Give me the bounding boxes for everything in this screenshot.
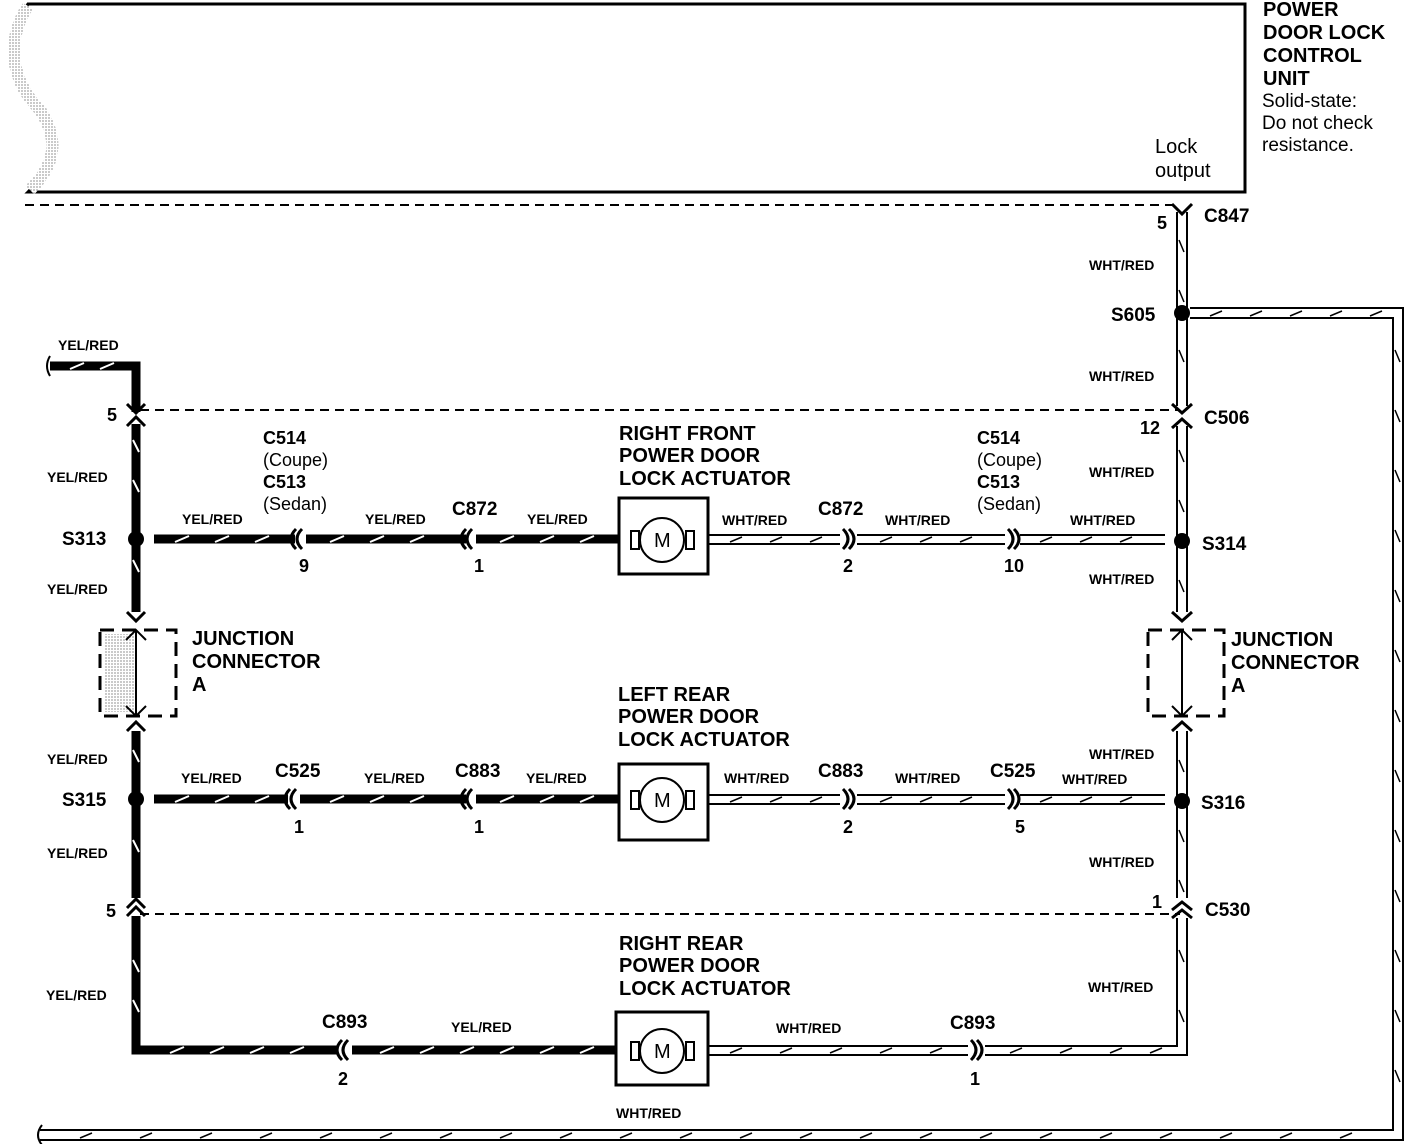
wire-label: WHT/RED <box>1089 257 1154 273</box>
connector-c847-pin: 5 <box>1157 213 1167 233</box>
junction-connector-left <box>98 628 178 718</box>
motor-symbol-rf: M <box>654 530 671 552</box>
wire-label: YEL/RED <box>182 511 243 527</box>
wht-red-wires <box>40 212 1404 1141</box>
wht-red-labels: WHT/RED WHT/RED WHT/RED WHT/RED WHT/RED … <box>616 257 1154 1121</box>
connector-c514-c513-left-label: C514 (Coupe) C513 (Sedan) <box>263 428 333 514</box>
connector-c506-pin-left: 5 <box>107 405 117 425</box>
connector-c872-right-label: C872 <box>818 499 863 520</box>
connector-c530-pin-right: 1 <box>1152 892 1162 912</box>
actuator-right-front <box>617 496 710 576</box>
junction-connector-left-label: JUNCTION CONNECTOR A <box>192 628 326 696</box>
wire-end-top-left <box>46 355 51 377</box>
connector-c893-left-pin: 2 <box>338 1069 348 1089</box>
wire-label: WHT/RED <box>722 512 787 528</box>
connector-c847-label: C847 <box>1204 206 1249 227</box>
splice-s315-label: S315 <box>62 790 107 811</box>
wire-label: YEL/RED <box>527 511 588 527</box>
connector-c525-left-pin: 1 <box>294 817 304 837</box>
connector-c514-c513-left-pin: 9 <box>299 556 309 576</box>
wire-label: YEL/RED <box>47 751 108 767</box>
motor-symbol-rr: M <box>654 1041 671 1063</box>
connector-c872-left-label: C872 <box>452 499 497 520</box>
motor-symbol-lr: M <box>654 790 671 812</box>
wire-label: WHT/RED <box>1089 571 1154 587</box>
wire-label: YEL/RED <box>47 469 108 485</box>
wire-label: WHT/RED <box>885 512 950 528</box>
connector-c530-label: C530 <box>1205 900 1250 921</box>
actuator-left-rear-title: LEFT REAR POWER DOOR LOCK ACTUATOR <box>618 684 790 751</box>
connector-c514-c513-right-pin: 10 <box>1004 556 1024 576</box>
splice-s316-label: S316 <box>1201 793 1245 814</box>
connector-c506-label: C506 <box>1204 408 1249 429</box>
connector-c893-right-label: C893 <box>950 1013 995 1034</box>
lock-output-label: Lock output <box>1155 136 1211 182</box>
wire-label: YEL/RED <box>451 1019 512 1035</box>
connector-c525-right-pin: 5 <box>1015 817 1025 837</box>
wire-label: WHT/RED <box>895 770 960 786</box>
wire-label: WHT/RED <box>776 1020 841 1036</box>
junction-connector-right-label: JUNCTION CONNECTOR A <box>1231 629 1365 697</box>
connector-c883-left-label: C883 <box>455 761 500 782</box>
connector-c525-left-label: C525 <box>275 761 321 782</box>
actuator-right-front-title: RIGHT FRONT POWER DOOR LOCK ACTUATOR <box>619 423 791 490</box>
connector-c872-right-pin: 2 <box>843 556 853 576</box>
connector-c883-right-pin: 2 <box>843 817 853 837</box>
actuator-left-rear <box>617 762 710 842</box>
splice-s314-label: S314 <box>1202 534 1247 555</box>
wire-label: YEL/RED <box>47 581 108 597</box>
wire-label: WHT/RED <box>1062 771 1127 787</box>
wht-red-stripes <box>79 239 1401 1139</box>
junction-connector-right <box>1146 628 1226 718</box>
wire-label: WHT/RED <box>1089 464 1154 480</box>
wire-label: YEL/RED <box>181 770 242 786</box>
connector-c893-right-pin: 1 <box>970 1069 980 1089</box>
control-unit-note: Solid-state: Do not check resistance. <box>1262 91 1378 156</box>
control-unit-box <box>8 2 1247 195</box>
connector-c530-pin-left: 5 <box>106 901 116 921</box>
wire-end-bottom-left <box>37 1124 43 1144</box>
wire-label: WHT/RED <box>1089 746 1154 762</box>
splice-s605-label: S605 <box>1111 305 1156 326</box>
wire-label: WHT/RED <box>1089 368 1154 384</box>
wire-label: YEL/RED <box>47 845 108 861</box>
wire-label: YEL/RED <box>526 770 587 786</box>
connector-c883-left-pin: 1 <box>474 817 484 837</box>
connector-c893-left-label: C893 <box>322 1012 367 1033</box>
yel-red-labels: YEL/RED YEL/RED YEL/RED YEL/RED YEL/RED … <box>46 337 588 1035</box>
wire-label: WHT/RED <box>616 1105 681 1121</box>
connector-c514-c513-right-label: C514 (Coupe) C513 (Sedan) <box>977 428 1047 514</box>
harness-boundaries <box>25 204 1180 915</box>
connector-symbols <box>125 202 1194 1062</box>
connector-c525-right-label: C525 <box>990 761 1036 782</box>
wire-label: WHT/RED <box>1089 854 1154 870</box>
control-unit-title: POWER DOOR LOCK CONTROL UNIT <box>1263 0 1391 90</box>
wire-label: YEL/RED <box>46 987 107 1003</box>
connector-c872-left-pin: 1 <box>474 556 484 576</box>
actuator-right-rear <box>614 1010 710 1087</box>
wire-label: WHT/RED <box>724 770 789 786</box>
connector-c506-pin-right: 12 <box>1140 418 1160 438</box>
wire-label: YEL/RED <box>364 770 425 786</box>
connector-c883-right-label: C883 <box>818 761 863 782</box>
yel-red-stripes <box>69 362 595 1054</box>
splice-dots <box>128 305 1190 809</box>
wire-label: WHT/RED <box>1088 979 1153 995</box>
splice-s313-label: S313 <box>62 529 106 550</box>
wire-label: WHT/RED <box>1070 512 1135 528</box>
wire-label: YEL/RED <box>365 511 426 527</box>
wire-label: YEL/RED <box>58 337 119 353</box>
actuator-right-rear-title: RIGHT REAR POWER DOOR LOCK ACTUATOR <box>619 933 791 1000</box>
